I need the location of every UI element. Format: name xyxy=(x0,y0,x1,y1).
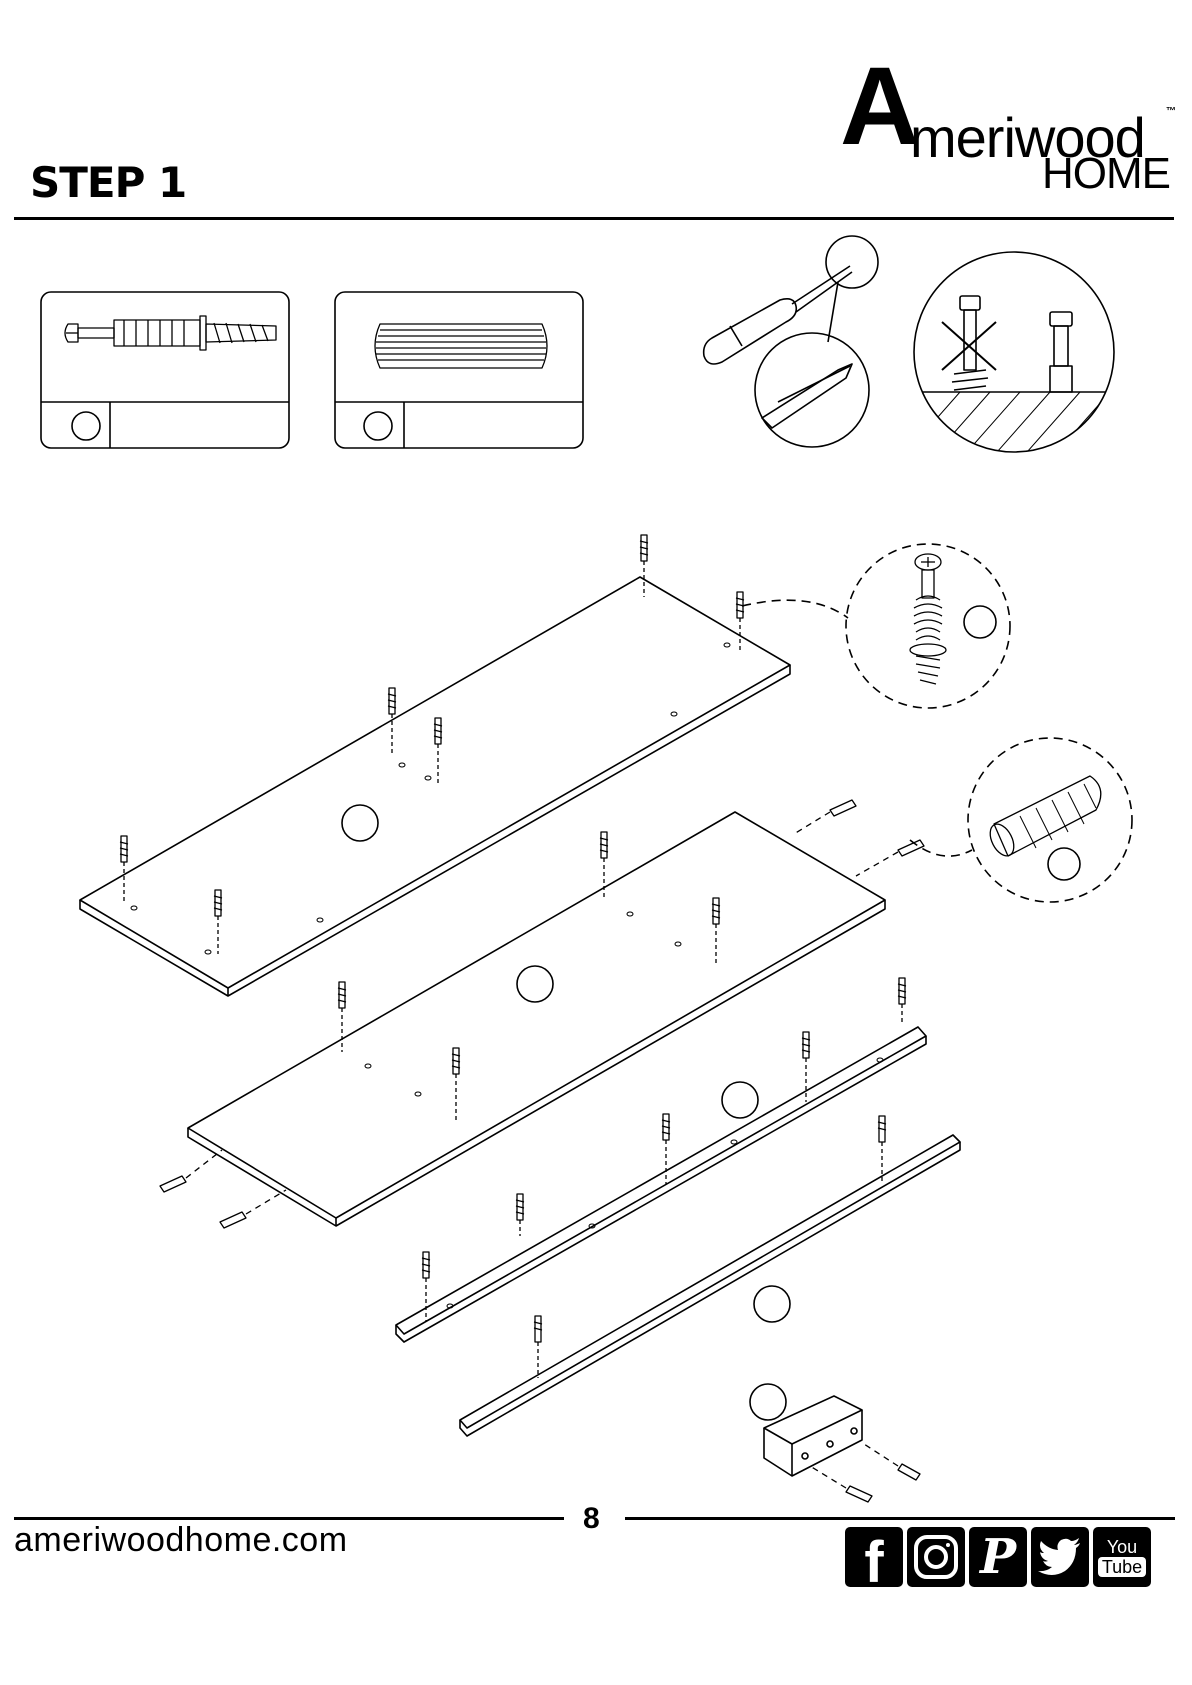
panel-top xyxy=(80,577,790,996)
part-label-circle xyxy=(964,606,996,638)
part-label-circle xyxy=(517,966,553,1002)
part-label-circle xyxy=(722,1082,758,1118)
part-label-circle xyxy=(750,1384,786,1420)
youtube-icon[interactable]: You Tube xyxy=(1093,1527,1151,1587)
panel-middle xyxy=(188,812,885,1226)
part-label-circle xyxy=(72,412,100,440)
page-number: 8 xyxy=(583,1502,600,1536)
pinterest-icon[interactable]: P xyxy=(969,1527,1027,1587)
screwdriver-icon xyxy=(704,236,878,447)
part-label-circle xyxy=(754,1286,790,1322)
twitter-bird-glyph xyxy=(1038,1538,1082,1576)
part-label-circle xyxy=(342,805,378,841)
cam-bolt-icon xyxy=(65,316,276,350)
website-link[interactable]: ameriwoodhome.com xyxy=(14,1521,348,1560)
support-block xyxy=(750,1384,862,1476)
instagram-icon[interactable] xyxy=(907,1527,965,1587)
dowel-icon xyxy=(375,324,547,368)
cam-bolt-callout xyxy=(742,544,1010,708)
facebook-icon[interactable]: f xyxy=(845,1527,903,1587)
part-label-circle xyxy=(364,412,392,440)
correct-incorrect-detail xyxy=(900,252,1120,460)
hardware-box-cam-bolt xyxy=(41,292,289,448)
footer-divider-right xyxy=(625,1517,1175,1520)
twitter-icon[interactable] xyxy=(1031,1527,1089,1587)
footer-divider-left xyxy=(14,1517,564,1520)
hardware-box-dowel xyxy=(335,292,583,448)
part-label-circle xyxy=(1048,848,1080,880)
rail-upper xyxy=(396,1027,926,1342)
rail-lower xyxy=(460,1135,960,1436)
dowel-callout xyxy=(910,738,1132,902)
dowels xyxy=(160,800,924,1502)
instagram-glyph xyxy=(913,1534,959,1580)
